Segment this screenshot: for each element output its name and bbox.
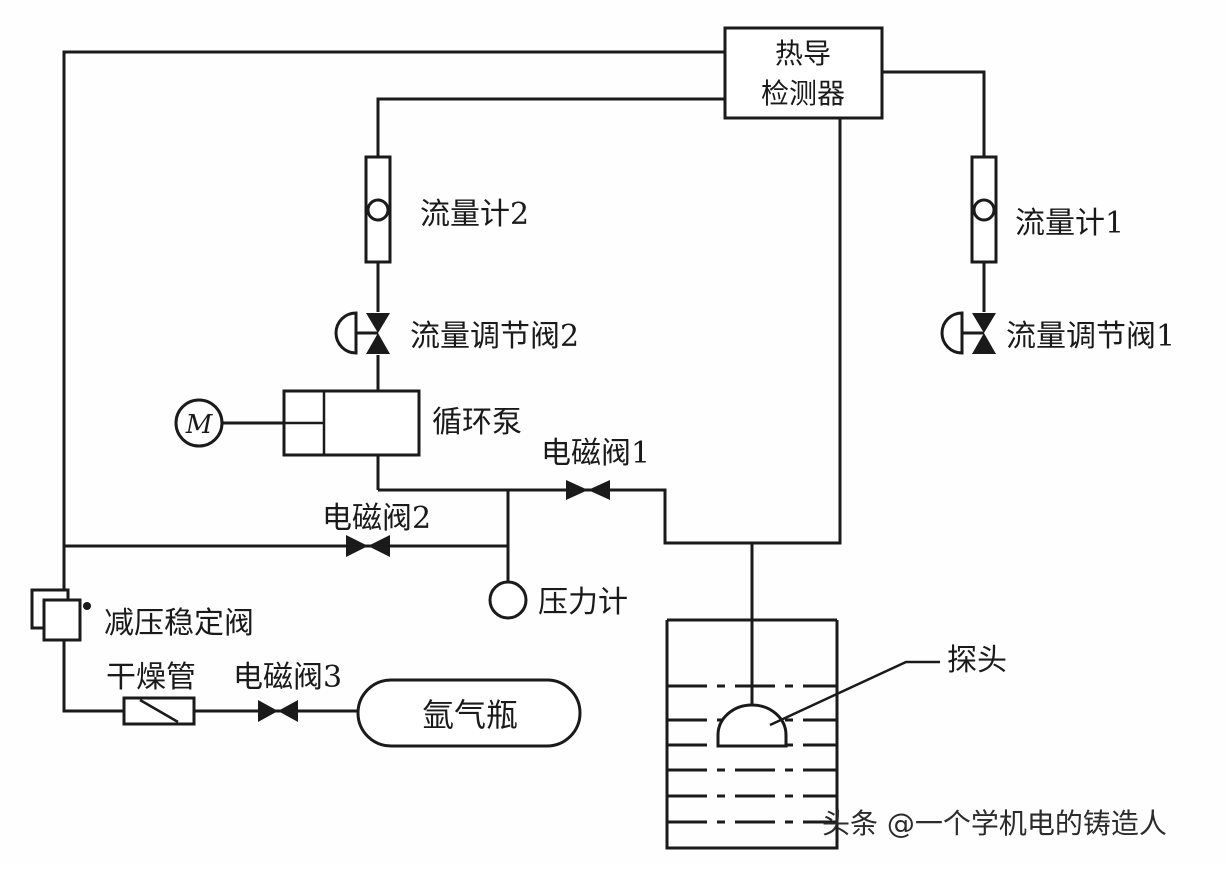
solenoid3-right-triangle	[278, 700, 298, 722]
valve1-label: 流量调节阀1	[1006, 319, 1175, 354]
valve2-lower-triangle	[366, 333, 390, 354]
flowmeter1-float-icon	[972, 198, 996, 222]
solenoid3-left-triangle	[258, 700, 278, 722]
solenoid3-label: 电磁阀3	[233, 660, 342, 695]
pressure-regulator: 减压稳定阀	[30, 588, 254, 642]
pipe-regulator-dryer	[62, 640, 124, 713]
valve2-upper-triangle	[366, 313, 390, 333]
pressure-gauge-icon	[488, 580, 528, 620]
argon-bottle-body	[356, 678, 582, 748]
valve1-lower-triangle	[972, 333, 996, 354]
circulation-pump: M 循环泵	[174, 389, 522, 457]
flowmeter1-label: 流量计1	[1015, 206, 1124, 241]
solenoid-valve-2: 电磁阀2	[322, 501, 431, 557]
melt-tank: 探头	[665, 618, 1007, 850]
valve2-actuator-icon	[334, 311, 358, 355]
valve1-upper-triangle	[972, 313, 996, 333]
flow-valve-1: 流量调节阀1	[940, 311, 1175, 355]
watermark: 头条 @一个学机电的铸造人	[822, 807, 1167, 840]
regulator-front-box	[42, 598, 82, 642]
solenoid2-label: 电磁阀2	[322, 501, 431, 536]
pressure-gauge: 压力计	[488, 580, 628, 620]
regulator-label: 减压稳定阀	[104, 606, 254, 641]
thermal-detector: 热导 检测器	[723, 26, 884, 120]
flowmeter-2: 流量计2	[364, 155, 529, 264]
pipe-detector-flowmeter1	[882, 70, 986, 157]
valve2-label: 流量调节阀2	[410, 319, 579, 354]
pump-label: 循环泵	[432, 405, 522, 440]
solenoid2-left-triangle	[346, 535, 368, 557]
dryer-label: 干燥管	[106, 660, 196, 695]
dryer-diagonal	[139, 698, 179, 724]
pipe-detector-flowmeter2	[376, 97, 725, 157]
probe-leader-line	[769, 660, 940, 727]
solenoid2-right-triangle	[368, 535, 390, 557]
motor-label: M	[185, 410, 214, 440]
probe-label: 探头	[947, 643, 1007, 678]
detector-label-1: 热导	[775, 37, 831, 70]
argon-bottle: 氩气瓶	[356, 678, 582, 748]
flowmeter2-label: 流量计2	[420, 197, 529, 232]
drying-tube: 干燥管	[106, 660, 196, 726]
detector-box	[723, 26, 884, 120]
pressure-gauge-label: 压力计	[538, 585, 628, 620]
tank-walls	[665, 620, 839, 850]
solenoid1-left-triangle	[566, 480, 588, 500]
probe-head-icon	[716, 703, 788, 748]
solenoid-valve-1: 电磁阀1	[541, 436, 650, 500]
flowmeter2-float-icon	[366, 198, 390, 222]
motor-icon	[174, 398, 224, 448]
solenoid1-right-triangle	[588, 480, 610, 500]
regulator-knob-icon	[83, 602, 91, 610]
argon-bottle-label: 氩气瓶	[422, 696, 518, 734]
flow-valve-2: 流量调节阀2	[334, 311, 579, 355]
flowmeter-1: 流量计1	[970, 155, 1124, 264]
pipe-top-left-loop	[62, 50, 725, 590]
solenoid1-label: 电磁阀1	[541, 436, 650, 471]
valve1-actuator-icon	[940, 311, 964, 355]
detector-label-2: 检测器	[761, 77, 845, 110]
solenoid-valve-3: 电磁阀3	[233, 660, 342, 722]
